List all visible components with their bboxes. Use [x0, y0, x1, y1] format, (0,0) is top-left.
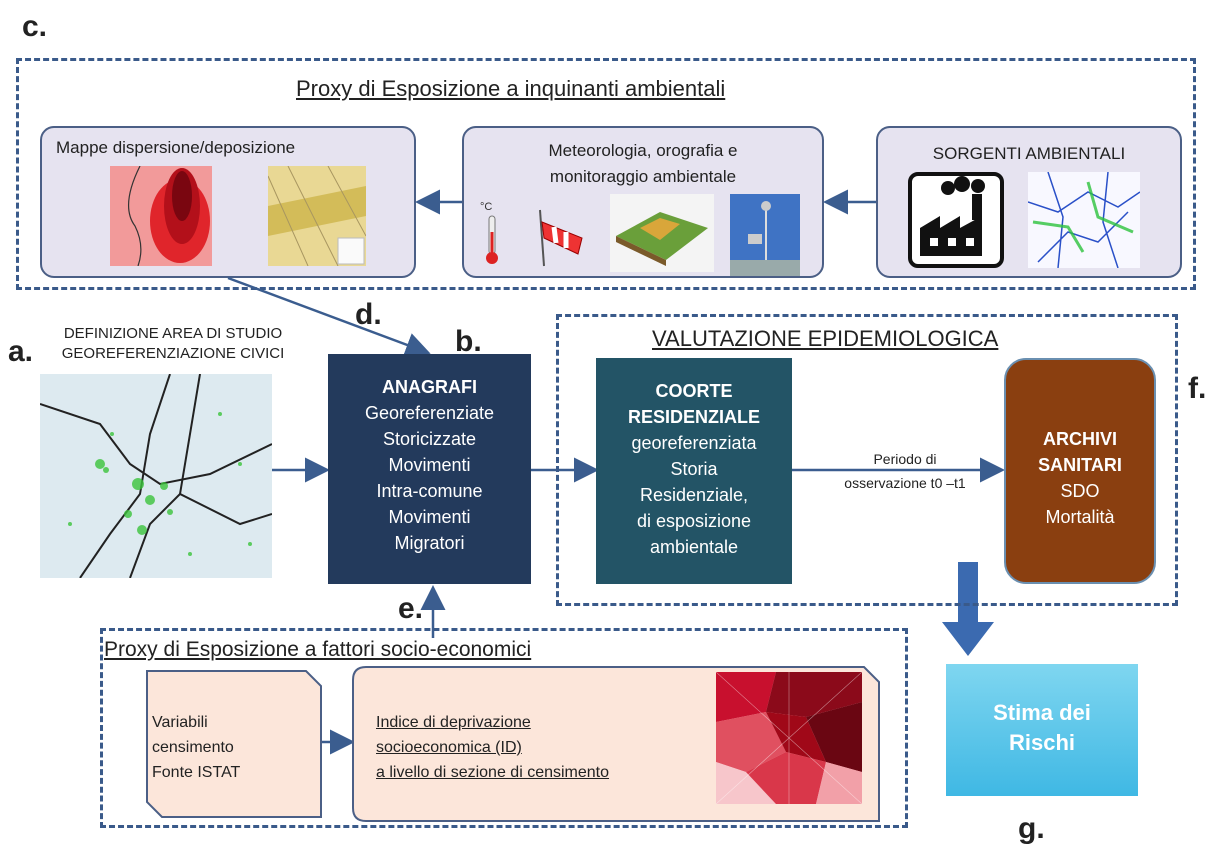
coorte-line: Residenziale,: [639, 485, 749, 505]
study-area-line1: DEFINIZIONE AREA DI STUDIO: [63, 325, 283, 342]
epi-section-title: VALUTAZIONE EPIDEMIOLOGICA: [652, 326, 999, 351]
sources-map-image: [1028, 172, 1140, 268]
variabili-text: Variabili censimento Fonte ISTAT: [152, 710, 240, 785]
study-area-label: DEFINIZIONE AREA DI STUDIO GEOREFERENZIA…: [48, 324, 298, 364]
terrain-model-image: [610, 194, 714, 272]
thermometer-label: °C: [480, 201, 492, 213]
label-f: f.: [1188, 372, 1207, 405]
indice-line: a livello di sezione di censimento: [376, 764, 610, 781]
label-b: b.: [455, 325, 482, 358]
period-line2: osservazione t0 –t1: [844, 475, 966, 491]
label-g: g.: [1018, 812, 1045, 845]
study-area-map-image: [40, 374, 272, 578]
label-a: a.: [8, 335, 34, 368]
coorte-title-1: COORTE: [655, 381, 733, 401]
socio-exposure-section: [100, 628, 908, 828]
coorte-line: ambientale: [649, 537, 739, 557]
dispersion-map-image: [110, 166, 212, 266]
dispersion-maps-title: Mappe dispersione/deposizione: [56, 138, 296, 157]
anagrafi-line: Movimenti: [388, 507, 471, 527]
coorte-line: Storia: [670, 459, 718, 479]
env-sources-title: SORGENTI AMBIENTALI: [932, 144, 1126, 163]
socio-section-title: Proxy di Esposizione a fattori socio-eco…: [104, 638, 536, 662]
variabili-line: Fonte ISTAT: [152, 764, 241, 781]
anagrafi-line: Storicizzate: [382, 429, 477, 449]
env-section-title: Proxy di Esposizione a inquinanti ambien…: [296, 76, 726, 101]
variabili-box-shape: [146, 670, 322, 818]
indice-line: socioeconomica (ID): [376, 739, 522, 756]
env-sources-panel: SORGENTI AMBIENTALI: [876, 126, 1182, 278]
label-c: c.: [22, 10, 48, 43]
factory-icon: [908, 172, 1004, 268]
variabili-line: censimento: [152, 739, 234, 756]
anagrafi-title: ANAGRAFI: [382, 377, 477, 397]
observation-period-label-2: osservazione t0 –t1: [812, 474, 998, 492]
coorte-box: COORTE RESIDENZIALE georeferenziata Stor…: [596, 358, 792, 584]
archivi-box: ARCHIVI SANITARI SDO Mortalità: [1004, 358, 1156, 584]
anagrafi-line: Intra-comune: [376, 481, 483, 501]
label-e: e.: [398, 592, 424, 625]
meteo-title-line2: monitoraggio ambientale: [549, 167, 737, 186]
anagrafi-line: Georeferenziate: [364, 403, 495, 423]
observation-period-label: Periodo di: [820, 450, 990, 468]
meteo-title-line1: Meteorologia, orografia e: [548, 141, 738, 160]
epi-evaluation-section: [556, 314, 1178, 606]
windsock-icon: [539, 209, 583, 267]
indice-line: Indice di deprivazione: [376, 714, 531, 731]
stima-line1: Stima dei: [993, 700, 1091, 725]
anagrafi-line: Movimenti: [388, 455, 471, 475]
period-line1: Periodo di: [873, 451, 937, 467]
monitoring-station-image: [730, 194, 800, 276]
anagrafi-line: Migratori: [394, 533, 465, 553]
thermometer-icon: °C: [480, 201, 498, 264]
archivi-line: SDO: [1060, 481, 1100, 501]
anagrafi-box: ANAGRAFI Georeferenziate Storicizzate Mo…: [328, 354, 531, 584]
meteo-title: Meteorologia, orografia e monitoraggio a…: [464, 138, 822, 190]
stima-line2: Rischi: [1008, 730, 1076, 755]
coorte-title-2: RESIDENZIALE: [627, 407, 760, 427]
dispersion-maps-panel: Mappe dispersione/deposizione: [40, 126, 416, 278]
coorte-line: di esposizione: [636, 511, 752, 531]
meteo-panel: Meteorologia, orografia e monitoraggio a…: [462, 126, 824, 278]
deprivation-map-image: [716, 672, 862, 804]
risk-estimate-box: Stima dei Rischi: [946, 664, 1138, 796]
coorte-line: georeferenziata: [631, 433, 757, 453]
archivi-title-2: SANITARI: [1038, 455, 1122, 475]
env-exposure-section: [16, 58, 1196, 290]
archivi-title-1: ARCHIVI: [1042, 429, 1117, 449]
deposition-map-image: [268, 166, 366, 266]
indice-text: Indice di deprivazione socioeconomica (I…: [376, 710, 609, 785]
label-d: d.: [355, 298, 382, 331]
variabili-line: Variabili: [152, 714, 208, 731]
study-area-line2: GEOREFERENZIAZIONE CIVICI: [61, 345, 285, 362]
archivi-line: Mortalità: [1045, 507, 1115, 527]
